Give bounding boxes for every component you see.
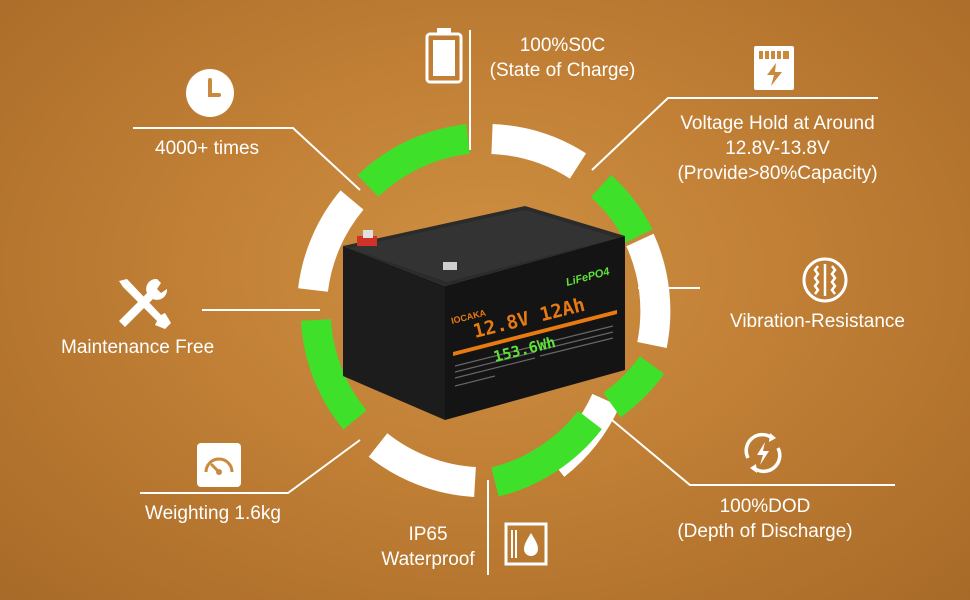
cycles-label: 4000+ times bbox=[155, 138, 260, 159]
gauge-icon bbox=[197, 443, 241, 487]
waterproof-label: IP65 Waterproof bbox=[370, 522, 486, 572]
soc-subtitle: (State of Charge) bbox=[489, 60, 636, 81]
vibration-label: Vibration-Resistance bbox=[730, 311, 905, 332]
soc-label: 100%S0C (State of Charge) bbox=[470, 33, 655, 83]
recharge-cycle-icon bbox=[744, 432, 782, 474]
voltage-label: Voltage Hold at Around 12.8V-13.8V (Prov… bbox=[665, 111, 890, 186]
battery-illustration: IOCAKA LiFePO4 12.8V 12Ah 153.6Wh bbox=[343, 206, 625, 420]
voltage-meter-icon bbox=[754, 46, 794, 90]
tools-icon bbox=[119, 278, 171, 329]
clock-icon bbox=[186, 69, 234, 117]
soc-title: 100%S0C bbox=[519, 35, 606, 56]
voltage-range: 12.8V-13.8V bbox=[725, 138, 830, 159]
battery-charge-icon bbox=[425, 28, 463, 84]
battery-product: IOCAKA LiFePO4 12.8V 12Ah 153.6Wh bbox=[335, 200, 635, 440]
voltage-note: (Provide>80%Capacity) bbox=[677, 163, 878, 184]
dod-subtitle: (Depth of Discharge) bbox=[677, 521, 853, 542]
voltage-title: Voltage Hold at Around bbox=[680, 113, 875, 134]
maintenance-label: Maintenance Free bbox=[61, 337, 215, 358]
connector-lines bbox=[133, 30, 895, 575]
waterproof-text: Waterproof bbox=[381, 549, 475, 570]
waterproof-rating: IP65 bbox=[408, 524, 448, 545]
dod-label: 100%DOD (Depth of Discharge) bbox=[665, 494, 865, 544]
weight-label: Weighting 1.6kg bbox=[145, 503, 281, 524]
dod-title: 100%DOD bbox=[719, 496, 811, 517]
ring bbox=[298, 124, 671, 497]
waterproof-icon bbox=[504, 522, 548, 566]
vibration-icon bbox=[802, 257, 848, 303]
